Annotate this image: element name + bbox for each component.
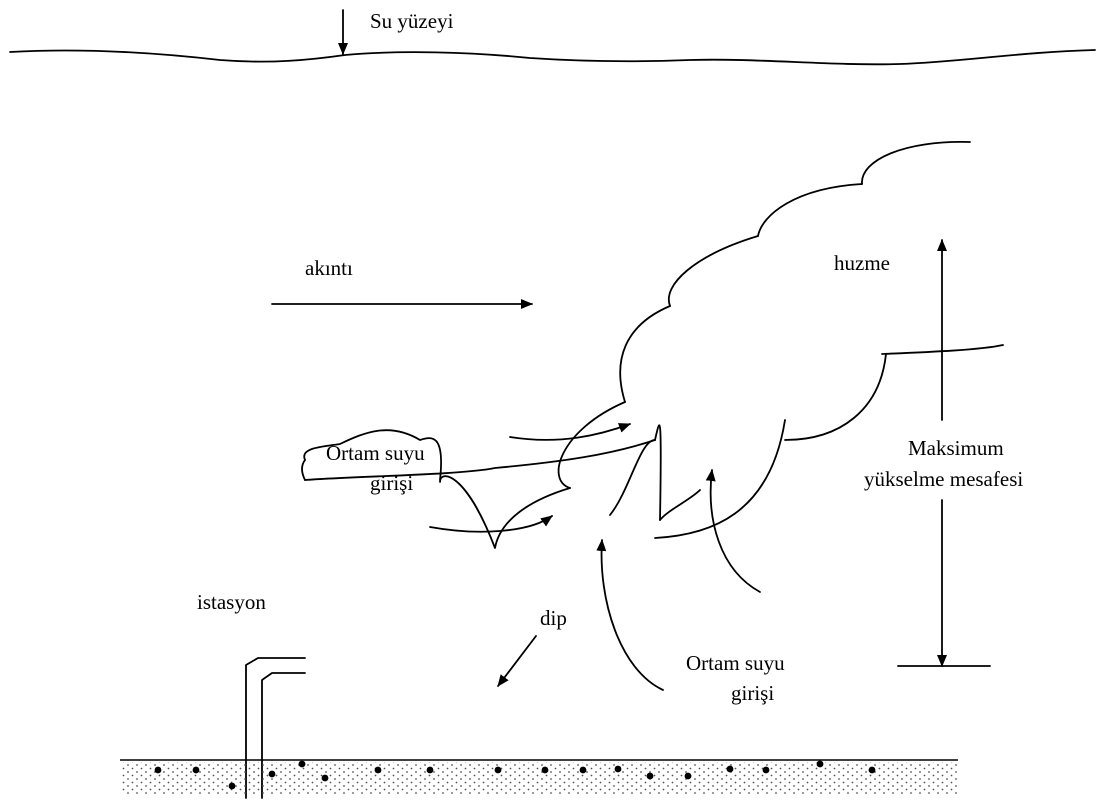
bottom-arrow bbox=[497, 635, 537, 687]
ambient-bottom-label-line2: girişi bbox=[731, 681, 774, 705]
entrainment-arrow-lower bbox=[429, 515, 553, 533]
water-surface-line bbox=[9, 49, 1096, 66]
ambient-bottom-label-line1: Ortam suyu bbox=[686, 651, 785, 675]
sediment-pebbles bbox=[154, 760, 876, 790]
entrainment-arrow-upper bbox=[509, 423, 631, 441]
max-rise-label-line1: Maksimum bbox=[908, 436, 1004, 460]
ambient-left-label-line1: Ortam suyu bbox=[326, 441, 425, 465]
max-rise-label-line2: yükselme mesafesi bbox=[864, 467, 1023, 491]
station-label: istasyon bbox=[197, 590, 266, 614]
entrainment-arrow-bottom-left bbox=[596, 539, 664, 691]
outfall-pipe bbox=[245, 657, 306, 799]
bottom-label: dip bbox=[540, 606, 567, 630]
sediment-layer bbox=[120, 762, 958, 795]
entrainment-arrow-bottom-right bbox=[705, 469, 761, 593]
plume-outline bbox=[301, 141, 1004, 549]
current-label: akıntı bbox=[305, 256, 353, 280]
ambient-left-label-line2: girişi bbox=[370, 471, 413, 495]
surface-label: Su yüzeyi bbox=[370, 9, 454, 33]
plume-label: huzme bbox=[834, 251, 890, 275]
